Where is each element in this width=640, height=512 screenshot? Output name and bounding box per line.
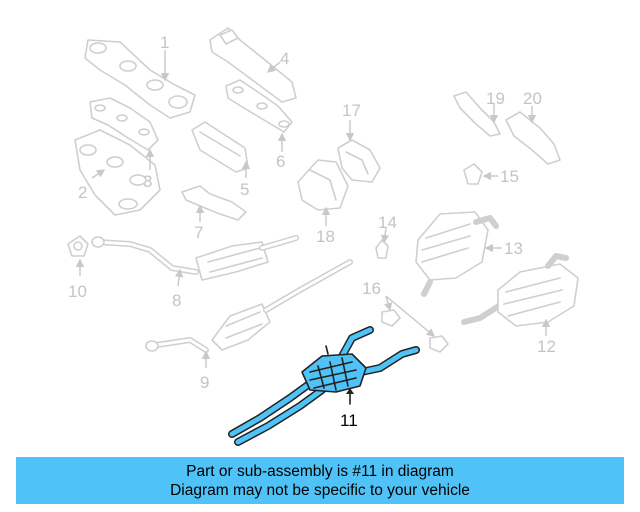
- callout-9: 9: [200, 373, 209, 392]
- part-4-heat-shield: [209, 27, 297, 103]
- callout-1: 1: [160, 33, 169, 52]
- callout-14: 14: [378, 213, 397, 232]
- callout-3: 3: [143, 172, 152, 191]
- callout-5: 5: [240, 180, 249, 199]
- part-9-catalytic-converter: [145, 259, 353, 368]
- callout-15: 15: [500, 167, 519, 186]
- part-1-exhaust-manifold: [84, 39, 196, 119]
- part-20-bracket: [505, 106, 561, 165]
- callout-8: 8: [172, 291, 181, 310]
- part-2-exhaust-manifold: [74, 129, 161, 216]
- callout-16: 16: [362, 279, 381, 298]
- part-5-heat-shield: [191, 121, 251, 178]
- callout-2: 2: [78, 183, 87, 202]
- callout-12: 12: [537, 337, 556, 356]
- part-15-clamp: [463, 163, 498, 185]
- callout-18: 18: [316, 227, 335, 246]
- part-13-muffler: [415, 211, 502, 297]
- part-10-gasket: [67, 235, 89, 276]
- part-6-bracket: [225, 79, 293, 152]
- banner-line-2: Diagram may not be specific to your vehi…: [170, 481, 470, 499]
- part-12-muffler: [461, 253, 579, 336]
- part-11-center-muffler: [228, 326, 420, 446]
- callout-7: 7: [194, 223, 203, 242]
- callout-4: 4: [280, 49, 289, 68]
- callout-13: 13: [504, 239, 523, 258]
- callout-10: 10: [68, 282, 87, 301]
- part-14-hanger: [375, 227, 390, 259]
- banner-line-1: Part or sub-assembly is #11 in diagram: [186, 462, 454, 480]
- part-7-bracket: [181, 185, 247, 222]
- callout-11: 11: [340, 411, 358, 430]
- part-17-heat-shield: [337, 120, 381, 183]
- part-16-clamps: [381, 295, 449, 353]
- part-19-bracket: [453, 91, 501, 137]
- part-3-manifold-gasket: [89, 97, 159, 170]
- callout-19: 19: [486, 89, 505, 108]
- exhaust-parts-diagram: 1 2 3 4 6 5: [67, 27, 579, 446]
- callout-20: 20: [523, 89, 542, 108]
- callout-6: 6: [276, 152, 285, 171]
- callout-17: 17: [342, 101, 361, 120]
- part-8-catalytic-converter: [91, 235, 299, 287]
- part-18-heat-shield: [297, 159, 349, 226]
- info-banner: Part or sub-assembly is #11 in diagram D…: [16, 457, 624, 504]
